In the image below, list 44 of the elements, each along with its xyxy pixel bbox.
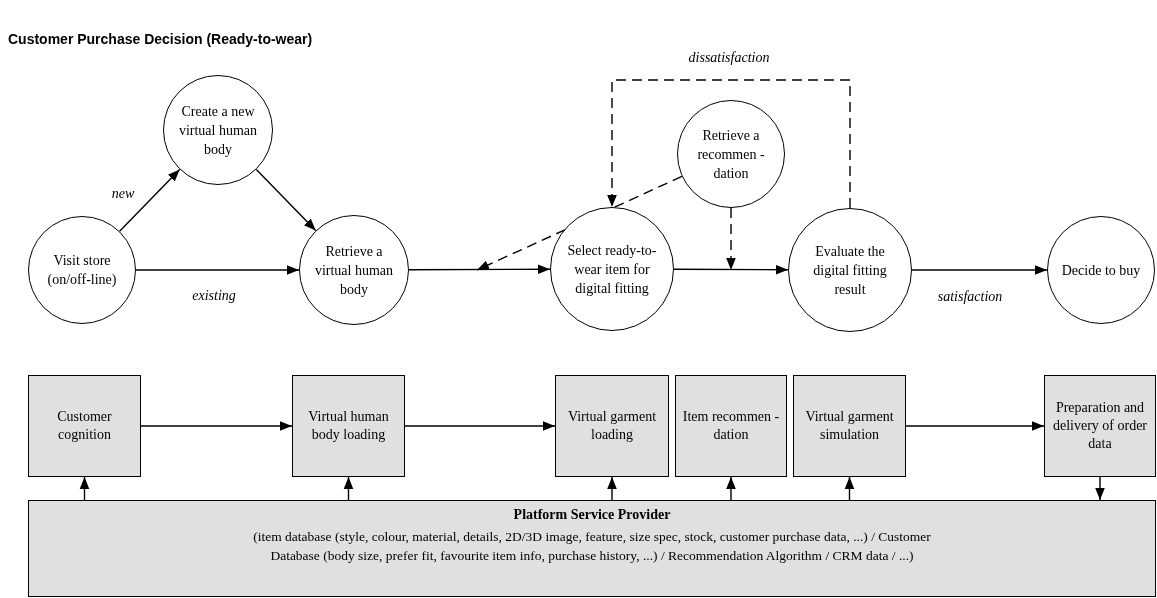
panel-heading: Platform Service Provider [513, 506, 671, 524]
process-box [28, 375, 141, 477]
arrow [255, 168, 317, 232]
arrow [607, 476, 617, 501]
arrow [911, 265, 1048, 275]
panel-description: (item database (style, colour, material, details, 2D/3D image, feature, size spec, stock, customer purchase data, ...) / Customer Database (body size, prefer fit, favourite item info, purchase history, ...) / Recommendation Algorithm / CRM data / ...) [252, 528, 932, 565]
node-label: Virtual garment simulation [804, 408, 895, 444]
arrow [844, 476, 855, 501]
node-label: Visit store (on/off-line) [46, 252, 118, 289]
node-label: Retrieve a recommen -dation [696, 126, 766, 183]
arrow [343, 476, 354, 501]
arrow [118, 168, 181, 232]
edge-label: existing [192, 289, 236, 303]
arrow [905, 421, 1045, 431]
dashed-arrow [607, 79, 851, 209]
platform-panel [28, 500, 1156, 597]
node-label: Item recommen -dation [681, 408, 781, 444]
process-box [1044, 375, 1156, 477]
process-box [675, 375, 787, 477]
edge-label: dissatisfaction [688, 51, 770, 65]
dashed-arrow [726, 207, 736, 271]
process-box [793, 375, 906, 477]
arrow [408, 264, 551, 275]
edge-label: satisfaction [937, 290, 1003, 304]
node-label: Customer cognition [56, 408, 113, 444]
node-label: Virtual garment loading [566, 408, 658, 444]
arrow [135, 265, 300, 275]
node-label: Virtual human body loading [307, 408, 390, 444]
arrow [726, 476, 736, 501]
edge-label: new [111, 187, 135, 201]
arrow [673, 264, 789, 275]
arrow [1095, 476, 1105, 501]
arrow [140, 421, 293, 431]
node-label: Create a new virtual human body [178, 102, 258, 159]
arrow [79, 476, 90, 501]
node-label: Decide to buy [1061, 261, 1141, 280]
arrow [404, 421, 556, 431]
node-label: Select ready-to-wear item for digital fitting [566, 241, 658, 298]
diagram-title: Customer Purchase Decision (Ready-to-wear) [8, 30, 313, 49]
node-label: Retrieve a virtual human body [313, 242, 395, 299]
node-label: Evaluate the digital fitting result [812, 242, 888, 299]
process-box [292, 375, 405, 477]
node-label: Preparation and delivery of order data [1051, 399, 1149, 453]
process-box [555, 375, 669, 477]
